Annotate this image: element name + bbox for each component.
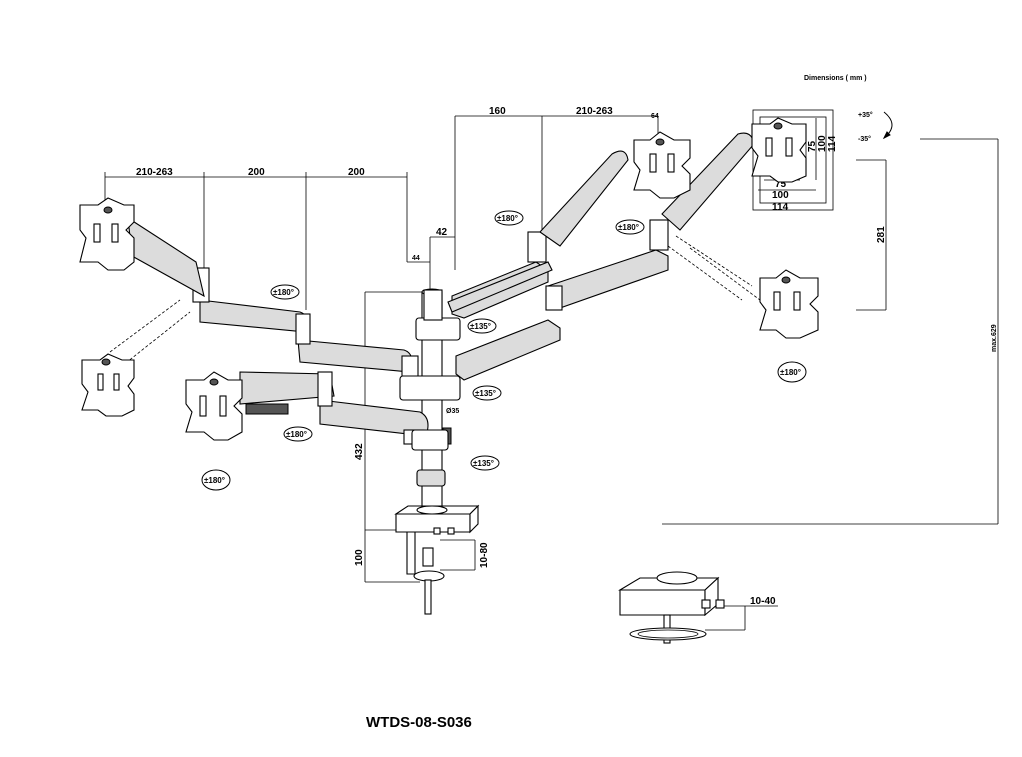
rotation-left-lower-arm: ±180° <box>286 430 307 439</box>
dim-clamp-range: 10-80 <box>479 542 490 568</box>
dim-max-height: max.629 <box>991 324 998 352</box>
model-number: WTDS-08-S036 <box>366 714 472 731</box>
dim-top-small: 64 <box>651 113 659 120</box>
rotation-top-head-right: ±180° <box>618 223 639 232</box>
units-label: Dimensions ( mm ) <box>804 75 867 82</box>
dimension-lines <box>104 115 999 631</box>
rotation-left-head: ±180° <box>204 476 225 485</box>
dim-vesa-outer-w: 100 <box>772 190 789 201</box>
rotation-top-head-left: ±180° <box>497 214 518 223</box>
dim-vesa-outer-h: 100 <box>817 135 828 152</box>
rotation-pole-low: ±135° <box>473 459 494 468</box>
dim-offset-42: 42 <box>436 227 448 238</box>
dim-vertical-range: 281 <box>876 226 887 243</box>
rotation-left-arm: ±180° <box>273 288 294 297</box>
tilt-down-label: -35° <box>858 135 871 143</box>
tilt-up-label: +35° <box>858 111 873 119</box>
dim-top-arm-1: 160 <box>489 106 506 117</box>
right-arm-assembly <box>447 132 761 381</box>
dim-pole-diameter: Ø35 <box>446 408 459 415</box>
dim-offset-44: 44 <box>412 255 420 262</box>
dim-vesa-inner-h: 75 <box>807 140 818 152</box>
left-arm-assembly <box>109 216 429 445</box>
vesa-plate-icon <box>79 197 243 441</box>
vesa-plate-icon <box>633 117 819 339</box>
dim-vesa-max-h: 114 <box>827 135 838 152</box>
rotation-pole-top: ±135° <box>470 322 491 331</box>
dim-left-arm-1: 200 <box>248 167 265 178</box>
dim-pole-height: 432 <box>354 443 365 460</box>
dim-left-arm-2: 200 <box>348 167 365 178</box>
dim-grommet-range: 10-40 <box>750 596 776 607</box>
dim-clamp-height: 100 <box>354 549 365 566</box>
rotation-arrow-icon <box>201 210 807 491</box>
dim-top-left-span: 210-263 <box>136 167 173 178</box>
dim-top-right-span: 210-263 <box>576 106 613 117</box>
dim-vesa-max-w: 114 <box>772 202 789 213</box>
dim-vesa-inner-w: 75 <box>775 179 787 190</box>
rotation-right-head: ±180° <box>780 368 801 377</box>
desk-clamp-icon <box>394 504 480 615</box>
pole-collars <box>399 289 461 451</box>
rotation-pole-mid: ±135° <box>475 389 496 398</box>
grommet-base-icon <box>618 571 725 644</box>
